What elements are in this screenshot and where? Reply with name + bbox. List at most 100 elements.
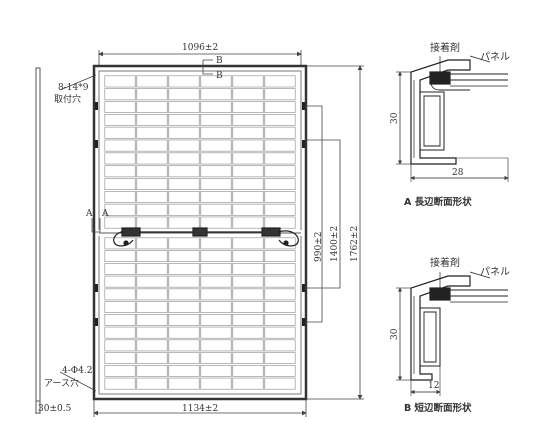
solar-cell [104, 339, 136, 352]
solar-cell [104, 191, 136, 203]
solar-cell [264, 237, 296, 250]
solar-cell [104, 75, 136, 88]
solar-cell [232, 250, 264, 263]
solar-cell [264, 191, 296, 203]
solar-cell [136, 178, 168, 190]
solar-cell [200, 152, 232, 165]
solar-cell [136, 75, 168, 88]
solar-cell [136, 152, 168, 165]
solar-cell [200, 203, 232, 216]
solar-cell [232, 339, 264, 352]
solar-cell [200, 339, 232, 352]
solar-cell [232, 377, 264, 390]
solar-cell [200, 301, 232, 313]
solar-cell [136, 377, 168, 390]
solar-cell [232, 88, 264, 101]
height-inner-label: 1400±2 [330, 225, 340, 262]
solar-cell [264, 101, 296, 114]
side-thickness-label: 30±0.5 [38, 404, 72, 414]
solar-cell [232, 75, 264, 88]
section-a-mark-left: A [86, 209, 93, 219]
solar-cell [104, 203, 136, 216]
solar-cell [168, 101, 200, 114]
solar-cell [200, 75, 232, 88]
solar-cell [200, 352, 232, 364]
solar-cell [136, 216, 168, 229]
solar-cell [104, 88, 136, 101]
solar-cell [136, 313, 168, 326]
section-b-adhesive-label: 接着剤 [430, 258, 460, 269]
solar-cell [200, 191, 232, 203]
solar-cell [200, 313, 232, 326]
solar-cell [232, 237, 264, 250]
solar-cell [200, 288, 232, 301]
solar-cell [104, 313, 136, 326]
solar-cell [136, 165, 168, 178]
solar-cell [200, 262, 232, 275]
solar-cell [104, 126, 136, 139]
section-b-title: B 短辺断面形状 [404, 403, 472, 414]
solar-cell [264, 126, 296, 139]
solar-cell [168, 203, 200, 216]
width-bottom-label: 1134±2 [182, 404, 219, 414]
solar-cell [136, 88, 168, 101]
section-a-title: A 長辺断面形状 [404, 197, 472, 208]
section-b-profile [396, 271, 508, 396]
solar-cell [232, 114, 264, 126]
solar-cell [264, 275, 296, 288]
solar-cell [264, 139, 296, 152]
solar-cell [136, 301, 168, 313]
solar-cell [200, 250, 232, 263]
solar-cell [136, 326, 168, 339]
section-b-width-label: 12 [428, 381, 440, 391]
solar-cell [104, 165, 136, 178]
solar-cell [104, 364, 136, 377]
solar-cell [104, 101, 136, 114]
solar-cell [232, 126, 264, 139]
solar-cell [200, 165, 232, 178]
height-total-label: 1762±2 [350, 225, 360, 262]
solar-cell [200, 139, 232, 152]
solar-cell [264, 178, 296, 190]
mount-holes [95, 102, 305, 326]
solar-cell [264, 262, 296, 275]
section-a-height-label: 30 [390, 112, 400, 124]
solar-cell [136, 250, 168, 263]
solar-cell [264, 75, 296, 88]
solar-cell [136, 288, 168, 301]
solar-cell [264, 250, 296, 263]
solar-cell [232, 364, 264, 377]
solar-cell [232, 191, 264, 203]
solar-cell [200, 364, 232, 377]
solar-cell [168, 301, 200, 313]
solar-cell [136, 114, 168, 126]
solar-cell [104, 352, 136, 364]
solar-cell [168, 165, 200, 178]
section-b-mark-top: B [216, 56, 223, 66]
solar-cell [232, 203, 264, 216]
solar-cell [104, 216, 136, 229]
solar-cell [136, 339, 168, 352]
solar-cell [232, 352, 264, 364]
ground-holes-label: 4-Φ4.2 [62, 366, 93, 376]
solar-cell [200, 216, 232, 229]
solar-cell [264, 339, 296, 352]
junction-boxes [113, 227, 299, 247]
ground-holes-name: アース穴 [44, 379, 80, 389]
solar-cell [104, 237, 136, 250]
solar-cell [200, 377, 232, 390]
solar-cell [168, 216, 200, 229]
panel-frame [92, 64, 308, 401]
solar-cell [136, 275, 168, 288]
solar-cell [168, 288, 200, 301]
section-a-mark-right: A [102, 209, 109, 219]
solar-cell [232, 262, 264, 275]
section-b-height-label: 30 [390, 328, 400, 340]
solar-cell [168, 152, 200, 165]
solar-cell [264, 352, 296, 364]
cell-grid [104, 75, 296, 390]
solar-cell [232, 288, 264, 301]
solar-cell [168, 75, 200, 88]
solar-cell [168, 313, 200, 326]
solar-cell [104, 114, 136, 126]
